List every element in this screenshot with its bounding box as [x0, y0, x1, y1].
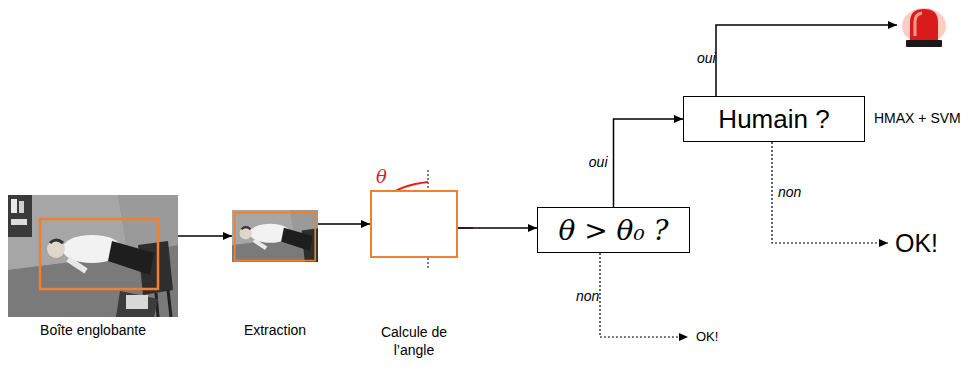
caption: Extraction [244, 322, 306, 340]
angle-box: θCalcule de l’angle [370, 190, 458, 258]
branch-label: non [576, 288, 599, 304]
branch-label: oui [589, 154, 608, 170]
connector [318, 223, 370, 225]
connector [614, 119, 684, 207]
decision-box: θ > θ₀ ? [537, 207, 690, 253]
process-box: Humain ? [683, 96, 865, 142]
box-text: θ > θ₀ ? [558, 214, 668, 247]
box-text: Humain ? [718, 104, 829, 135]
crop-frame: Extraction [232, 210, 318, 262]
connector [178, 235, 232, 237]
branch-label: non [778, 184, 801, 200]
caption: Calcule de l’angle [364, 324, 464, 359]
method-label: HMAX + SVM [874, 110, 961, 126]
photo-frame: Boîte englobante [8, 195, 178, 317]
branch-label: oui [697, 50, 716, 66]
alarm-icon [902, 8, 946, 47]
connector [458, 227, 537, 229]
result-label: OK! [895, 229, 938, 258]
caption: Boîte englobante [40, 322, 146, 340]
result-label: OK! [696, 329, 718, 344]
angle-symbol: θ [376, 166, 387, 187]
